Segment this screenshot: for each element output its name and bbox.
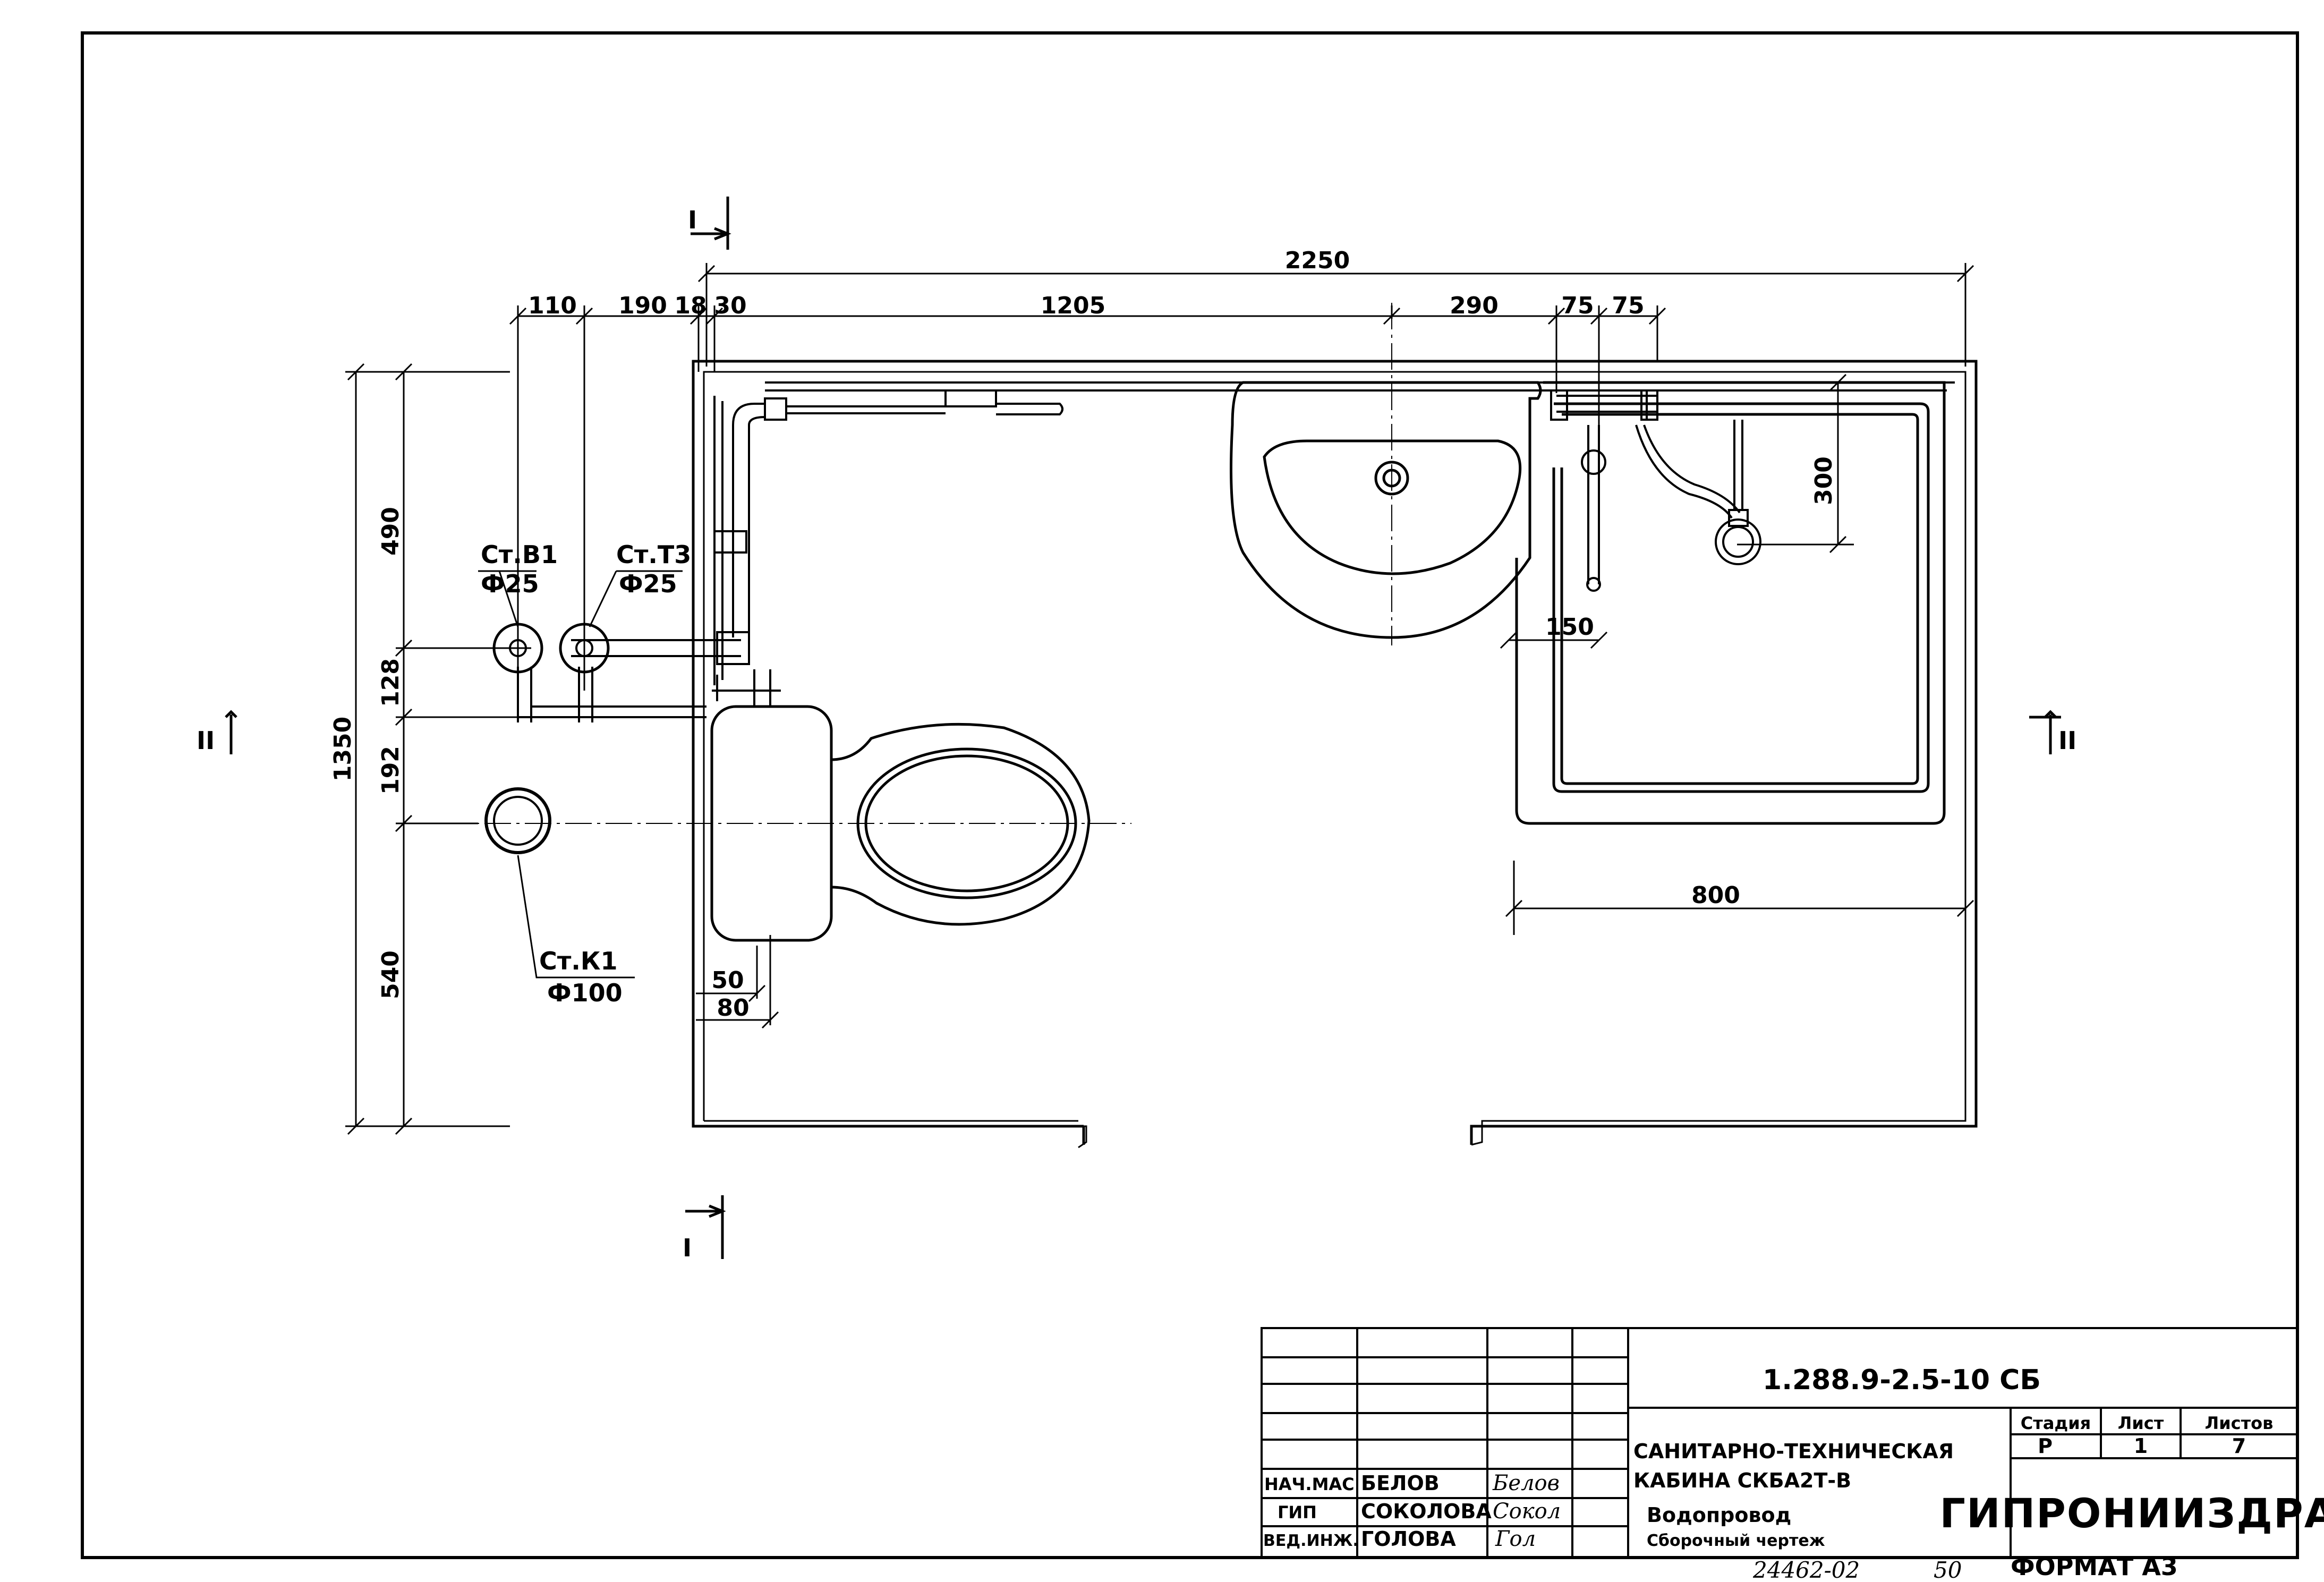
dim-800: 800 [1691,882,1740,909]
title-line1: САНИТАРНО-ТЕХНИЧЕСКАЯ [1633,1440,1954,1463]
role-1: НАЧ.МАС [1264,1474,1355,1494]
name-3: ГОЛОВА [1361,1527,1456,1551]
cabin-walls [692,360,1978,1149]
page-number: 50 [1934,1557,1962,1582]
dim-190: 190 [618,292,667,319]
role-2: ГИП [1278,1502,1317,1523]
section-II-left: II [197,726,215,755]
dim-75a: 75 [1561,292,1594,319]
dim-540: 540 [377,950,404,999]
dim-80: 80 [717,994,749,1022]
dim-75b: 75 [1612,292,1644,319]
name-2: СОКОЛОВА [1361,1500,1492,1523]
dim-110: 110 [528,292,577,319]
head-sheets: Листов [2205,1413,2274,1433]
sheet-frame [81,31,2299,1559]
riser-v1-name: Ст.В1 [481,540,558,569]
washbasin [1230,381,1542,639]
riser-labels: Ст.В1 Ф25 Ст.Т3 Ф25 Ст.К1 Ф100 [478,540,691,1007]
signature-1: Белов [1492,1471,1560,1495]
title-block [1261,1327,2299,1559]
title-block-texts: 1.288.9-2.5-10 СБ САНИТАРНО-ТЕХНИЧЕСКАЯ … [1263,1364,2324,1582]
shower-tray [1515,381,1946,825]
dim-18: 18 [674,292,706,319]
inventory-number: 24462-02 [1752,1557,1860,1582]
riser-k1-dia: Ф100 [547,979,623,1007]
dim-490: 490 [377,507,404,556]
role-3: ВЕД.ИНЖ. [1263,1532,1359,1550]
dim-150: 150 [1545,614,1594,641]
dim-192: 192 [377,746,404,795]
dim-290: 290 [1450,292,1499,319]
signature-2: Сокол [1493,1499,1561,1524]
head-stage: Стадия [2021,1413,2091,1433]
head-sheet: Лист [2118,1413,2164,1433]
dim-50: 50 [711,967,744,994]
subtitle-line2: Сборочный чертеж [1647,1532,1825,1550]
stage-value: Р [2038,1434,2053,1458]
dimension-texts: 2250 110 190 18 30 1205 290 75 75 490 12… [329,247,1837,1022]
section-markers: I I II II [197,197,2076,1262]
sheet-value: 1 [2134,1434,2148,1458]
subtitle-line1: Водопровод [1647,1503,1791,1527]
dim-30: 30 [714,292,746,319]
dim-1205: 1205 [1041,292,1105,319]
section-II-right: II [2058,726,2076,755]
organization: ГИПРОНИИЗДРАВ [1940,1490,2324,1537]
riser-v1-dia: Ф25 [481,569,539,598]
riser-t3-name: Ст.Т3 [616,540,691,569]
signature-3: Гол [1495,1527,1536,1551]
name-1: БЕЛОВ [1361,1472,1440,1495]
dim-overall-width: 2250 [1285,247,1350,274]
dim-overall-height: 1350 [329,717,356,781]
title-line2: КАБИНА СКБА2Т-В [1633,1469,1851,1492]
riser-t3-dia: Ф25 [619,569,677,598]
dim-300: 300 [1810,456,1837,505]
sheets-value: 7 [2232,1434,2246,1458]
section-I-bottom: I [683,1234,692,1262]
riser-k1-name: Ст.К1 [539,947,618,975]
section-I-top: I [688,206,697,234]
format-label: ФОРМАТ А3 [2011,1552,2178,1581]
dim-128: 128 [377,658,404,707]
doc-code: 1.288.9-2.5-10 СБ [1763,1364,2041,1396]
water-supply-piping [517,381,1955,722]
dimension-lines [345,263,1974,1135]
riser-k1 [484,787,551,854]
